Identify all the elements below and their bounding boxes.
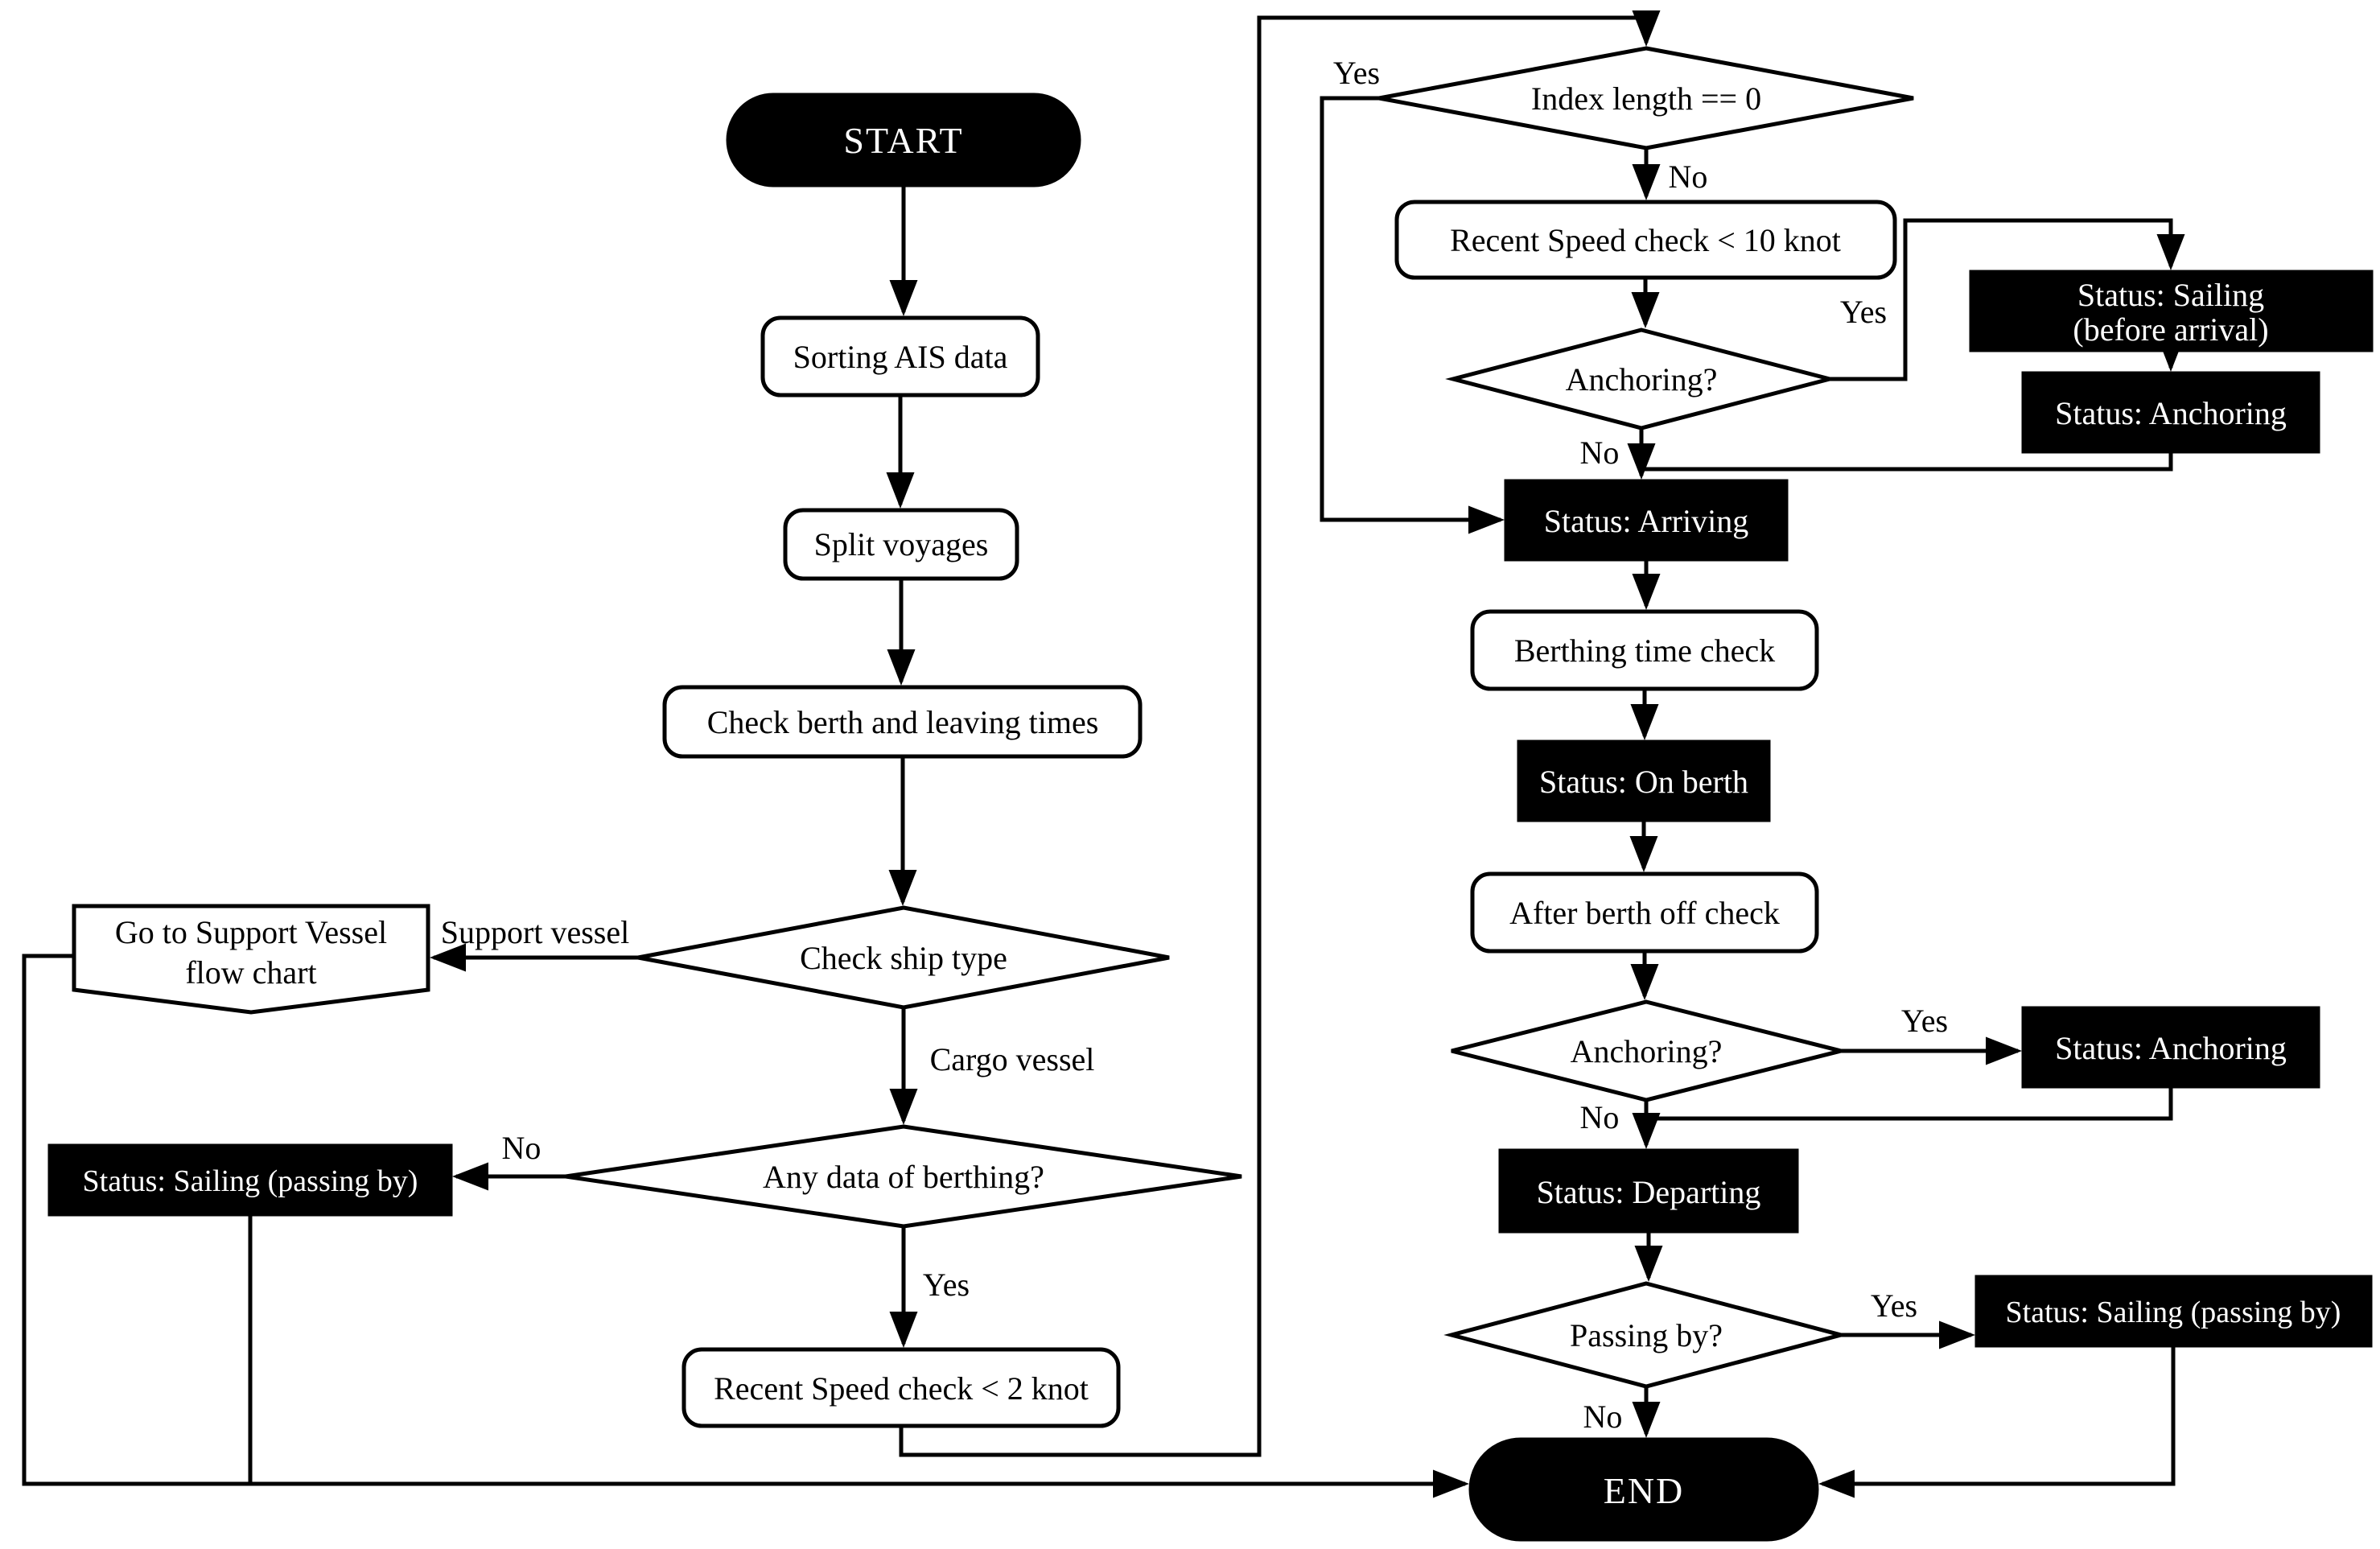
passingby-label: Passing by? xyxy=(1570,1317,1723,1353)
start-label: START xyxy=(843,120,963,161)
label-anchoring2-no: No xyxy=(1580,1099,1620,1135)
node-berthing-time-check: Berthing time check xyxy=(1470,609,1819,691)
support-label-line2: flow chart xyxy=(185,954,316,991)
label-support-vessel: Support vessel xyxy=(441,914,629,950)
afterberth-process-shape xyxy=(1470,871,1819,954)
node-status-anchoring-1: Status: Anchoring xyxy=(2021,371,2320,454)
end-terminator-shape xyxy=(1468,1437,1819,1542)
node-check-berth-times: Check berth and leaving times xyxy=(662,685,1143,759)
sailing-before-label-line2: (before arrival) xyxy=(2073,311,2268,348)
node-split-voyages: Split voyages xyxy=(783,508,1019,581)
label-anchoring2-yes: Yes xyxy=(1901,1003,1948,1039)
node-check-ship-type: Check ship type xyxy=(637,905,1170,1010)
label-passingby-no: No xyxy=(1583,1399,1623,1435)
anchoring1-decision-shape xyxy=(1445,328,1838,431)
anchoring-status1-shape xyxy=(2021,371,2320,454)
node-go-to-support-vessel: Go to Support Vessel flow chart xyxy=(72,904,430,1015)
support-label-line1: Go to Support Vessel xyxy=(115,914,387,950)
speed2-label: Recent Speed check < 2 knot xyxy=(714,1370,1089,1407)
edge-labels: Support vessel Cargo vessel No Yes Yes N… xyxy=(441,55,1948,1435)
sailing-passing-right-label: Status: Sailing (passing by) xyxy=(2006,1296,2341,1329)
split-process-shape xyxy=(783,508,1019,581)
edge-anchoring-status2-merge xyxy=(1646,1086,2173,1121)
indexlength-decision-shape xyxy=(1378,46,1914,150)
split-label: Split voyages xyxy=(814,526,989,562)
anchoring-status2-shape xyxy=(2021,1006,2320,1089)
passingby-decision-shape xyxy=(1443,1281,1849,1389)
shiptype-decision-shape xyxy=(637,905,1170,1010)
anchoring2-decision-shape xyxy=(1451,999,1842,1102)
arriving-shape xyxy=(1504,479,1789,562)
node-end: END xyxy=(1468,1437,1819,1542)
edge-speed2-to-indexlength xyxy=(899,10,1661,1457)
edge-support-to-end xyxy=(22,954,1469,1498)
edges xyxy=(22,10,2185,1498)
edge-anchoring-status1-merge xyxy=(1641,451,2173,472)
support-offpage-shape xyxy=(72,904,430,1015)
node-status-departing: Status: Departing xyxy=(1498,1148,1799,1234)
anchoring-status2-label: Status: Anchoring xyxy=(2055,1030,2287,1066)
node-status-arriving: Status: Arriving xyxy=(1504,479,1789,562)
nodes: START Sorting AIS data Split voyages Che… xyxy=(47,46,2374,1542)
departing-shape xyxy=(1498,1148,1799,1234)
speed2-process-shape xyxy=(681,1347,1121,1428)
edge-anchoring1-yes-to-sailing-before xyxy=(1830,218,2185,381)
node-status-anchoring-2: Status: Anchoring xyxy=(2021,1006,2320,1089)
label-passingby-yes: Yes xyxy=(1871,1287,1917,1324)
node-sorting-ais-data: Sorting AIS data xyxy=(760,315,1040,398)
edge-indexlength-yes-to-arriving xyxy=(1320,96,1505,534)
node-after-berth-off-check: After berth off check xyxy=(1470,871,1819,954)
anchoring2-label: Anchoring? xyxy=(1571,1033,1723,1069)
indexlength-label: Index length == 0 xyxy=(1531,80,1761,117)
node-status-on-berth: Status: On berth xyxy=(1517,739,1771,822)
node-anchoring-check-1: Anchoring? xyxy=(1445,328,1838,431)
arriving-label: Status: Arriving xyxy=(1544,503,1748,539)
checkberth-process-shape xyxy=(662,685,1143,759)
node-index-length: Index length == 0 xyxy=(1378,46,1914,150)
sorting-label: Sorting AIS data xyxy=(793,339,1008,375)
label-anchoring1-no: No xyxy=(1580,435,1620,471)
label-indexlength-yes: Yes xyxy=(1333,55,1380,91)
node-status-sailing-passing-right: Status: Sailing (passing by) xyxy=(1974,1275,2373,1348)
speed10-label: Recent Speed check < 10 knot xyxy=(1450,222,1841,258)
shiptype-label: Check ship type xyxy=(800,940,1007,976)
speed10-process-shape xyxy=(1394,200,1897,280)
sorting-process-shape xyxy=(760,315,1040,398)
end-label: END xyxy=(1604,1470,1685,1511)
sailing-passing-left-label: Status: Sailing (passing by) xyxy=(83,1164,418,1198)
label-cargo-vessel: Cargo vessel xyxy=(930,1041,1095,1077)
onberth-shape xyxy=(1517,739,1771,822)
sailing-before-label-line1: Status: Sailing xyxy=(2077,277,2264,313)
onberth-label: Status: On berth xyxy=(1539,764,1748,800)
anchoring-status1-label: Status: Anchoring xyxy=(2055,395,2287,431)
label-anchoring1-yes: Yes xyxy=(1840,294,1887,330)
checkberth-label: Check berth and leaving times xyxy=(707,704,1099,740)
edge-sailing-passing2-to-end xyxy=(1818,1345,2176,1498)
departing-label: Status: Departing xyxy=(1537,1174,1761,1210)
node-passing-by-check: Passing by? xyxy=(1443,1281,1849,1389)
sailing-passing-right-shape xyxy=(1974,1275,2373,1348)
sailing-before-shape xyxy=(1969,270,2374,352)
node-recent-speed-10knot: Recent Speed check < 10 knot xyxy=(1394,200,1897,280)
berthingtime-process-shape xyxy=(1470,609,1819,691)
node-start: START xyxy=(726,93,1081,187)
start-terminator-shape xyxy=(726,93,1081,187)
node-recent-speed-2knot: Recent Speed check < 2 knot xyxy=(681,1347,1121,1428)
label-anyberthing-no: No xyxy=(502,1130,541,1166)
node-status-sailing-passing-left: Status: Sailing (passing by) xyxy=(47,1143,453,1217)
sailing-passing-left-shape xyxy=(47,1143,453,1217)
anyberthing-decision-shape xyxy=(565,1124,1242,1229)
node-status-sailing-before-arrival: Status: Sailing (before arrival) xyxy=(1969,270,2374,352)
label-indexlength-no: No xyxy=(1669,159,1708,195)
node-anchoring-check-2: Anchoring? xyxy=(1451,999,1842,1102)
node-any-data-of-berthing: Any data of berthing? xyxy=(565,1124,1242,1229)
anyberthing-label: Any data of berthing? xyxy=(763,1159,1044,1195)
label-anyberthing-yes: Yes xyxy=(923,1267,970,1303)
berthingtime-label: Berthing time check xyxy=(1514,632,1775,669)
afterberth-label: After berth off check xyxy=(1509,895,1780,931)
anchoring1-label: Anchoring? xyxy=(1566,361,1718,398)
